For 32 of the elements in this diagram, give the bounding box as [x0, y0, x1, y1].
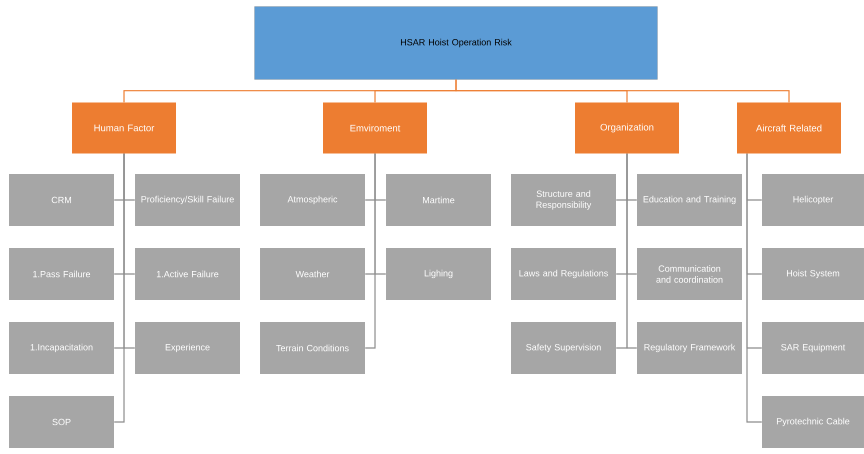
factor-box: Pyrotechnic Cable [762, 396, 864, 448]
factor-box: Martime [386, 174, 491, 226]
factor-box: Hoist System [762, 248, 864, 300]
category-box: Aircraft Related [737, 102, 841, 154]
category-box: Human Factor [72, 102, 176, 154]
connector-line [114, 154, 125, 423]
factor-box: SOP [9, 396, 114, 448]
factor-box: Structure and Responsibility [511, 174, 616, 226]
factor-box: Regulatory Framework [637, 322, 742, 374]
factor-box: CRM [9, 174, 114, 226]
factor-box: Lighing [386, 248, 491, 300]
category-box: Organization [575, 102, 679, 154]
factor-box: 1.Pass Failure [9, 248, 114, 300]
connector-line [365, 154, 376, 349]
connector-line [626, 154, 637, 349]
root-box: HSAR Hoist Operation Risk [254, 6, 658, 80]
factor-box: Proficiency/Skill Failure [135, 174, 240, 226]
factor-box: Communication and coordination [637, 248, 742, 300]
factor-box: Safety Supervision [511, 322, 616, 374]
factor-box: Laws and Regulations [511, 248, 616, 300]
factor-box: Experience [135, 322, 240, 374]
category-box: Emviroment [323, 102, 427, 154]
connector-line [455, 80, 790, 102]
factor-box: Terrain Conditions [260, 322, 365, 374]
factor-box: Helicopter [762, 174, 864, 226]
factor-box: 1.Incapacitation [9, 322, 114, 374]
factor-box: Weather [260, 248, 365, 300]
connector-line [746, 154, 762, 423]
factor-box: SAR Equipment [762, 322, 864, 374]
factor-box: 1.Active Failure [135, 248, 240, 300]
factor-box: Education and Training [637, 174, 742, 226]
factor-box: Atmospheric [260, 174, 365, 226]
